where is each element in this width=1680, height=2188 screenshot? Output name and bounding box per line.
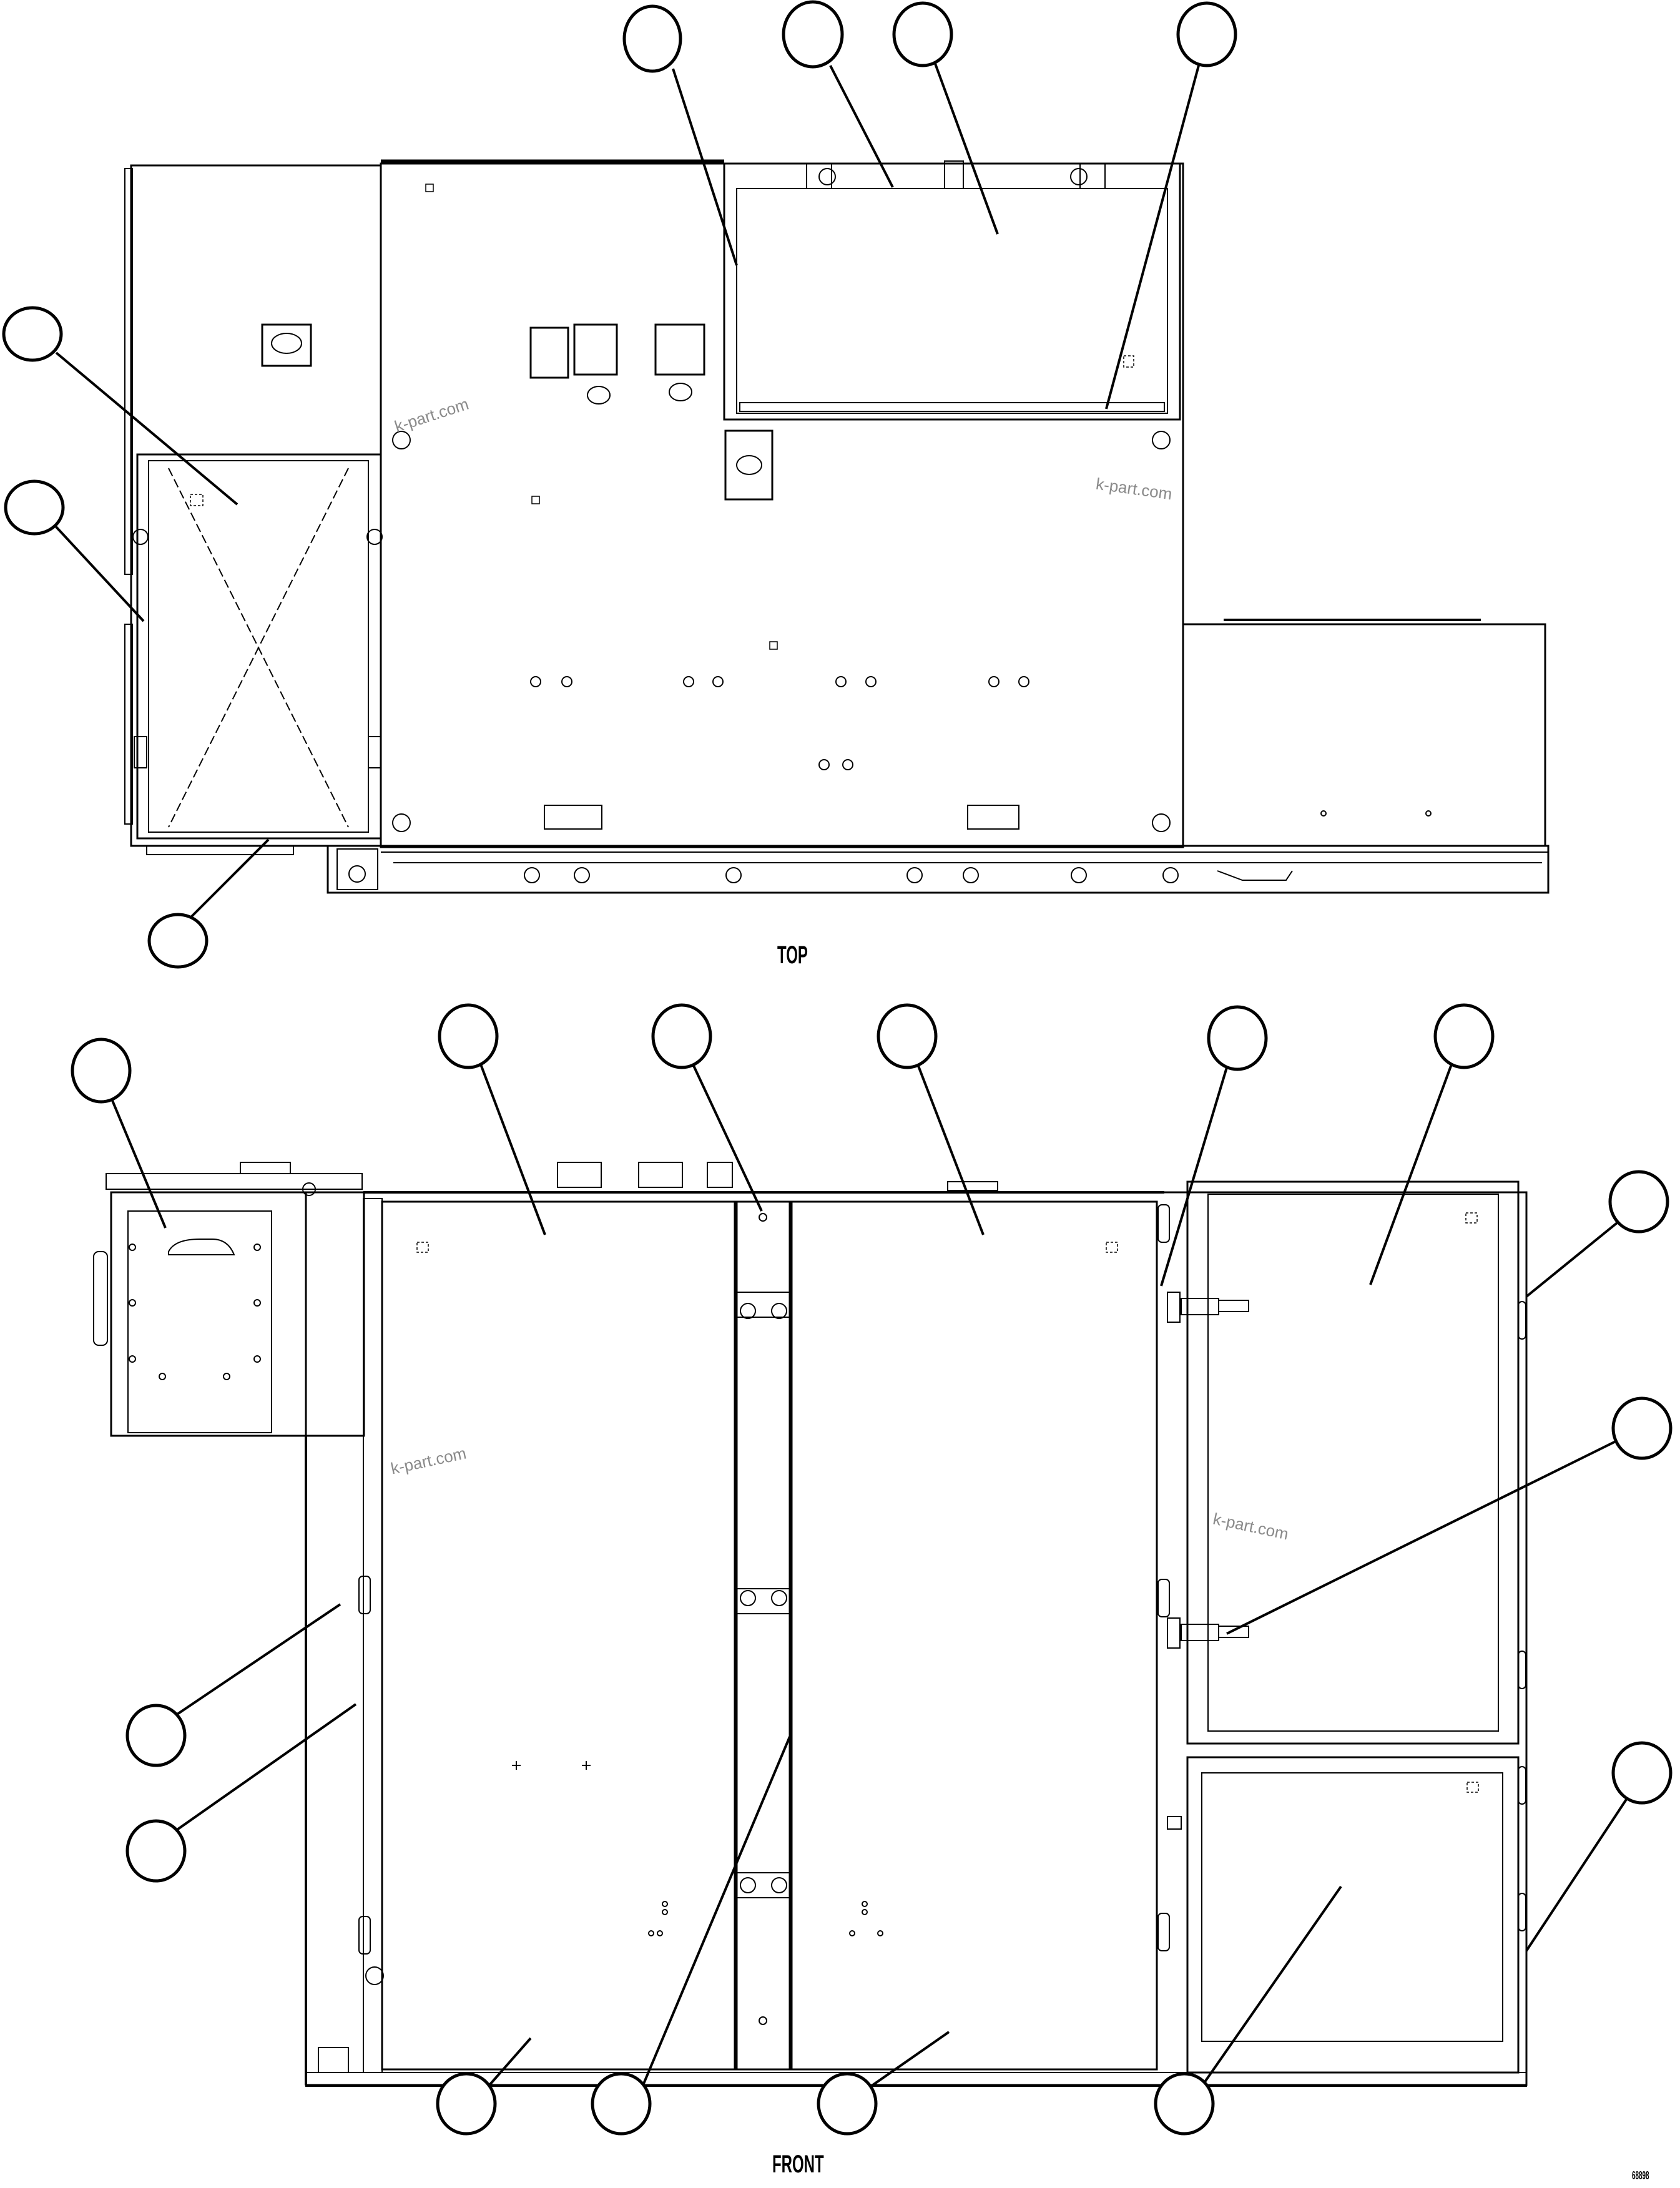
callout-balloon-f7 bbox=[1608, 1170, 1669, 1234]
top-view bbox=[124, 159, 1550, 894]
callout-balloon-f15 bbox=[1154, 2072, 1215, 2136]
callout-balloon-t2 bbox=[782, 0, 844, 69]
callout-balloon-f11 bbox=[125, 1819, 187, 1883]
callout-balloon-t4 bbox=[1176, 1, 1237, 67]
callout-balloon-f13 bbox=[591, 2072, 652, 2136]
callout-balloon-t7 bbox=[147, 913, 209, 969]
callout-balloon-f2 bbox=[438, 1003, 499, 1069]
callout-balloon-t3 bbox=[892, 1, 953, 67]
callout-balloon-f12 bbox=[436, 2072, 497, 2136]
callout-leaders bbox=[54, 63, 1629, 2091]
callout-balloon-f3 bbox=[651, 1003, 712, 1069]
callout-balloon-f1 bbox=[71, 1038, 132, 1104]
drawing-number: 68898 bbox=[1632, 2169, 1649, 2182]
latch-lower bbox=[1167, 1617, 1249, 1649]
callout-balloon-f8 bbox=[1611, 1396, 1673, 1460]
callout-balloons bbox=[2, 0, 1673, 2136]
callout-balloon-f6 bbox=[1433, 1003, 1495, 1069]
callout-balloon-t6 bbox=[4, 479, 65, 536]
callout-balloon-f4 bbox=[877, 1003, 938, 1069]
latch-upper bbox=[1167, 1292, 1249, 1323]
callout-balloon-t5 bbox=[2, 306, 63, 362]
view-label-top: TOP bbox=[777, 941, 808, 969]
callout-balloon-t1 bbox=[622, 4, 682, 73]
callout-balloon-f5 bbox=[1207, 1005, 1268, 1071]
callout-balloon-f10 bbox=[125, 1704, 187, 1767]
front-view bbox=[93, 1162, 1528, 2087]
callout-balloon-f14 bbox=[817, 2072, 878, 2136]
callout-balloon-f9 bbox=[1611, 1741, 1673, 1805]
view-label-front: FRONT bbox=[772, 2151, 824, 2178]
